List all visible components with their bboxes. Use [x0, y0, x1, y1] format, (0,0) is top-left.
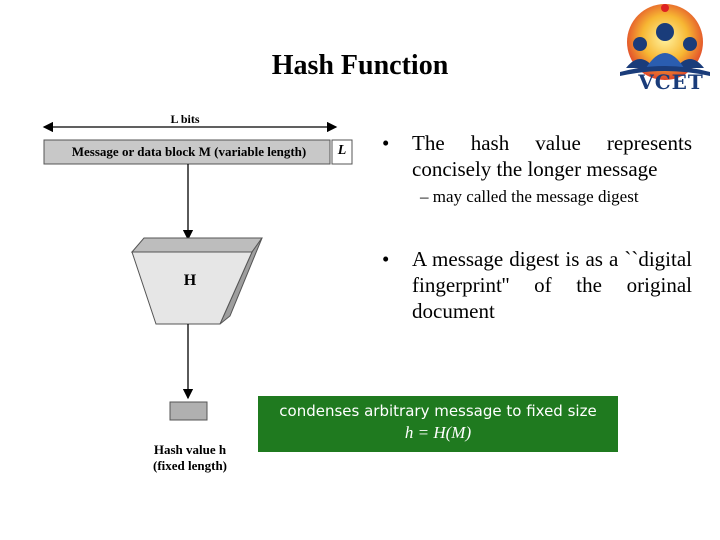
hash-function-shape-top: [130, 237, 263, 253]
length-box: [331, 139, 353, 165]
bullet-marker: •: [382, 131, 390, 155]
bullet-text: A message digest is as a ``digital finge…: [412, 247, 692, 323]
slide-title: Hash Function: [271, 50, 449, 81]
callout-formula: h = H(M): [404, 423, 472, 442]
output-label-line2: (fixed length): [152, 458, 228, 473]
bullet-text: The hash value represents concisely the …: [412, 131, 692, 181]
length-box-label: L: [337, 143, 347, 158]
message-label: Message or data block M (variable length…: [71, 144, 307, 159]
hash-value-box: [169, 401, 208, 421]
output-label: Hash value h (fixed length): [140, 442, 240, 474]
function-label: H: [183, 272, 197, 289]
college-logo: [620, 4, 710, 80]
logo-text: VCET: [638, 70, 704, 94]
bullet-marker: •: [382, 247, 390, 271]
callout-box: condenses arbitrary message to fixed siz…: [258, 396, 618, 452]
hash-function-shape: [131, 251, 253, 325]
output-label-line1: Hash value h: [153, 442, 227, 457]
bullet-item: • A message digest is as a ``digital fin…: [382, 246, 692, 324]
bullet-item: • The hash value represents concisely th…: [382, 130, 692, 182]
sub-bullet: – may called the message digest: [420, 187, 639, 206]
callout-line1: condenses arbitrary message to fixed siz…: [279, 402, 597, 420]
length-label: L bits: [170, 112, 200, 126]
message-block: [43, 139, 331, 165]
